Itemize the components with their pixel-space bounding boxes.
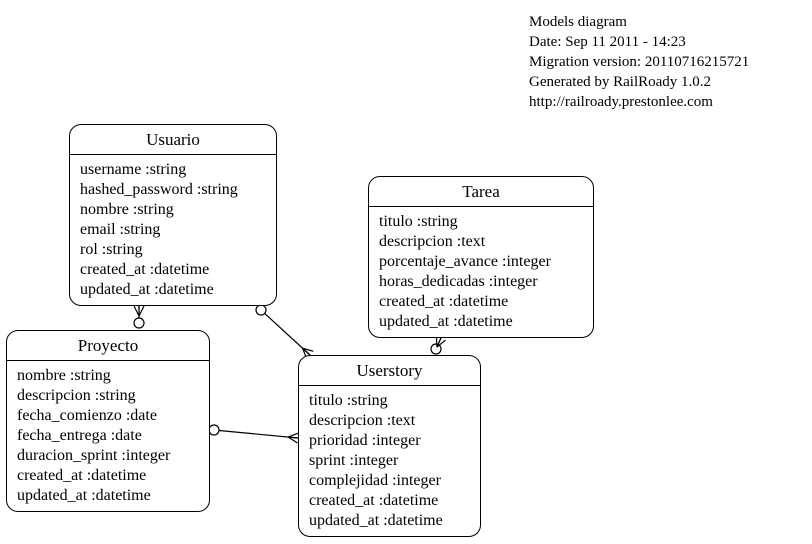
attribute-updated-at: updated_at :datetime bbox=[17, 487, 151, 504]
zero-or-one-circle bbox=[208, 424, 220, 436]
entity-attributes: username :string hashed_password :string… bbox=[70, 155, 276, 300]
crowfoot-prong-2 bbox=[287, 436, 298, 444]
crowfoot-prong-1 bbox=[302, 347, 311, 356]
entity-attributes: nombre :string descripcion :string fecha… bbox=[7, 361, 209, 506]
attribute-created-at: created_at :datetime bbox=[80, 261, 210, 278]
attribute-updated-at: updated_at :datetime bbox=[309, 512, 443, 529]
entity-userstory[interactable]: Userstory titulo :string descripcion :te… bbox=[298, 355, 481, 537]
diagram-info: Models diagram Date: Sep 11 2011 - 14:23… bbox=[529, 12, 749, 112]
attribute-updated-at: updated_at :datetime bbox=[80, 281, 214, 298]
attribute-titulo: titulo :string bbox=[379, 213, 458, 230]
attribute-titulo: titulo :string bbox=[309, 392, 388, 409]
attribute-created-at: created_at :datetime bbox=[309, 492, 439, 509]
entity-title: Tarea bbox=[369, 177, 593, 207]
entity-usuario[interactable]: Usuario username :string hashed_password… bbox=[69, 124, 277, 306]
info-migration-version: Migration version: 20110716215721 bbox=[529, 54, 750, 70]
relationship-usuario-userstory bbox=[255, 304, 314, 359]
entity-attributes: titulo :string descripcion :text priorid… bbox=[299, 386, 480, 531]
attribute-fecha-comienzo: fecha_comienzo :date bbox=[17, 407, 157, 424]
attribute-created-at: created_at :datetime bbox=[17, 467, 147, 484]
attribute-fecha-entrega: fecha_entrega :date bbox=[17, 427, 142, 444]
attribute-sprint: sprint :integer bbox=[309, 452, 399, 469]
crowfoot-prong-0 bbox=[133, 305, 140, 317]
relationship-usuario-proyecto bbox=[133, 305, 145, 329]
info-date: Date: Sep 11 2011 - 14:23 bbox=[529, 34, 686, 50]
info-generator: Generated by RailRoady 1.0.2 bbox=[529, 74, 712, 90]
attribute-username: username :string bbox=[80, 161, 187, 178]
info-url: http://railroady.prestonlee.com bbox=[529, 94, 713, 110]
attribute-nombre: nombre :string bbox=[80, 201, 174, 218]
attribute-email: email :string bbox=[80, 221, 161, 238]
attribute-updated-at: updated_at :datetime bbox=[379, 313, 513, 330]
attribute-duracion-sprint: duracion_sprint :integer bbox=[17, 447, 171, 464]
attribute-descripcion: descripcion :text bbox=[379, 233, 486, 250]
entity-proyecto[interactable]: Proyecto nombre :string descripcion :str… bbox=[6, 330, 210, 512]
crowfoot-prong-2 bbox=[138, 305, 145, 317]
crowfoot-prong-1 bbox=[436, 337, 442, 348]
relationship-line bbox=[218, 429, 299, 439]
entity-title: Usuario bbox=[70, 125, 276, 155]
attribute-hashed-password: hashed_password :string bbox=[80, 181, 238, 198]
info-title: Models diagram bbox=[529, 14, 627, 30]
attribute-descripcion: descripcion :text bbox=[309, 412, 416, 429]
zero-or-one-circle bbox=[133, 317, 145, 329]
attribute-created-at: created_at :datetime bbox=[379, 293, 509, 310]
attribute-horas-dedicadas: horas_dedicadas :integer bbox=[379, 273, 538, 290]
crowfoot-prong-0 bbox=[302, 347, 314, 352]
relationship-userstory-tarea bbox=[430, 335, 446, 355]
entity-title: Proyecto bbox=[7, 331, 209, 361]
attribute-complejidad: complejidad :integer bbox=[309, 472, 441, 489]
attribute-rol: rol :string bbox=[80, 241, 143, 258]
attribute-descripcion: descripcion :string bbox=[17, 387, 136, 404]
entity-title: Userstory bbox=[299, 356, 480, 386]
attribute-porcentaje-avance: porcentaje_avance :integer bbox=[379, 253, 551, 270]
entity-tarea[interactable]: Tarea titulo :string descripcion :text p… bbox=[368, 176, 594, 338]
relationship-proyecto-userstory bbox=[208, 424, 299, 444]
entity-attributes: titulo :string descripcion :text porcent… bbox=[369, 207, 593, 332]
zero-or-one-circle bbox=[255, 304, 267, 316]
relationship-line bbox=[264, 312, 311, 356]
crowfoot-prong-1 bbox=[287, 436, 299, 439]
attribute-nombre: nombre :string bbox=[17, 367, 111, 384]
crowfoot-prong-2 bbox=[436, 339, 446, 348]
attribute-prioridad: prioridad :integer bbox=[309, 432, 421, 449]
crowfoot-prong-0 bbox=[287, 432, 299, 438]
